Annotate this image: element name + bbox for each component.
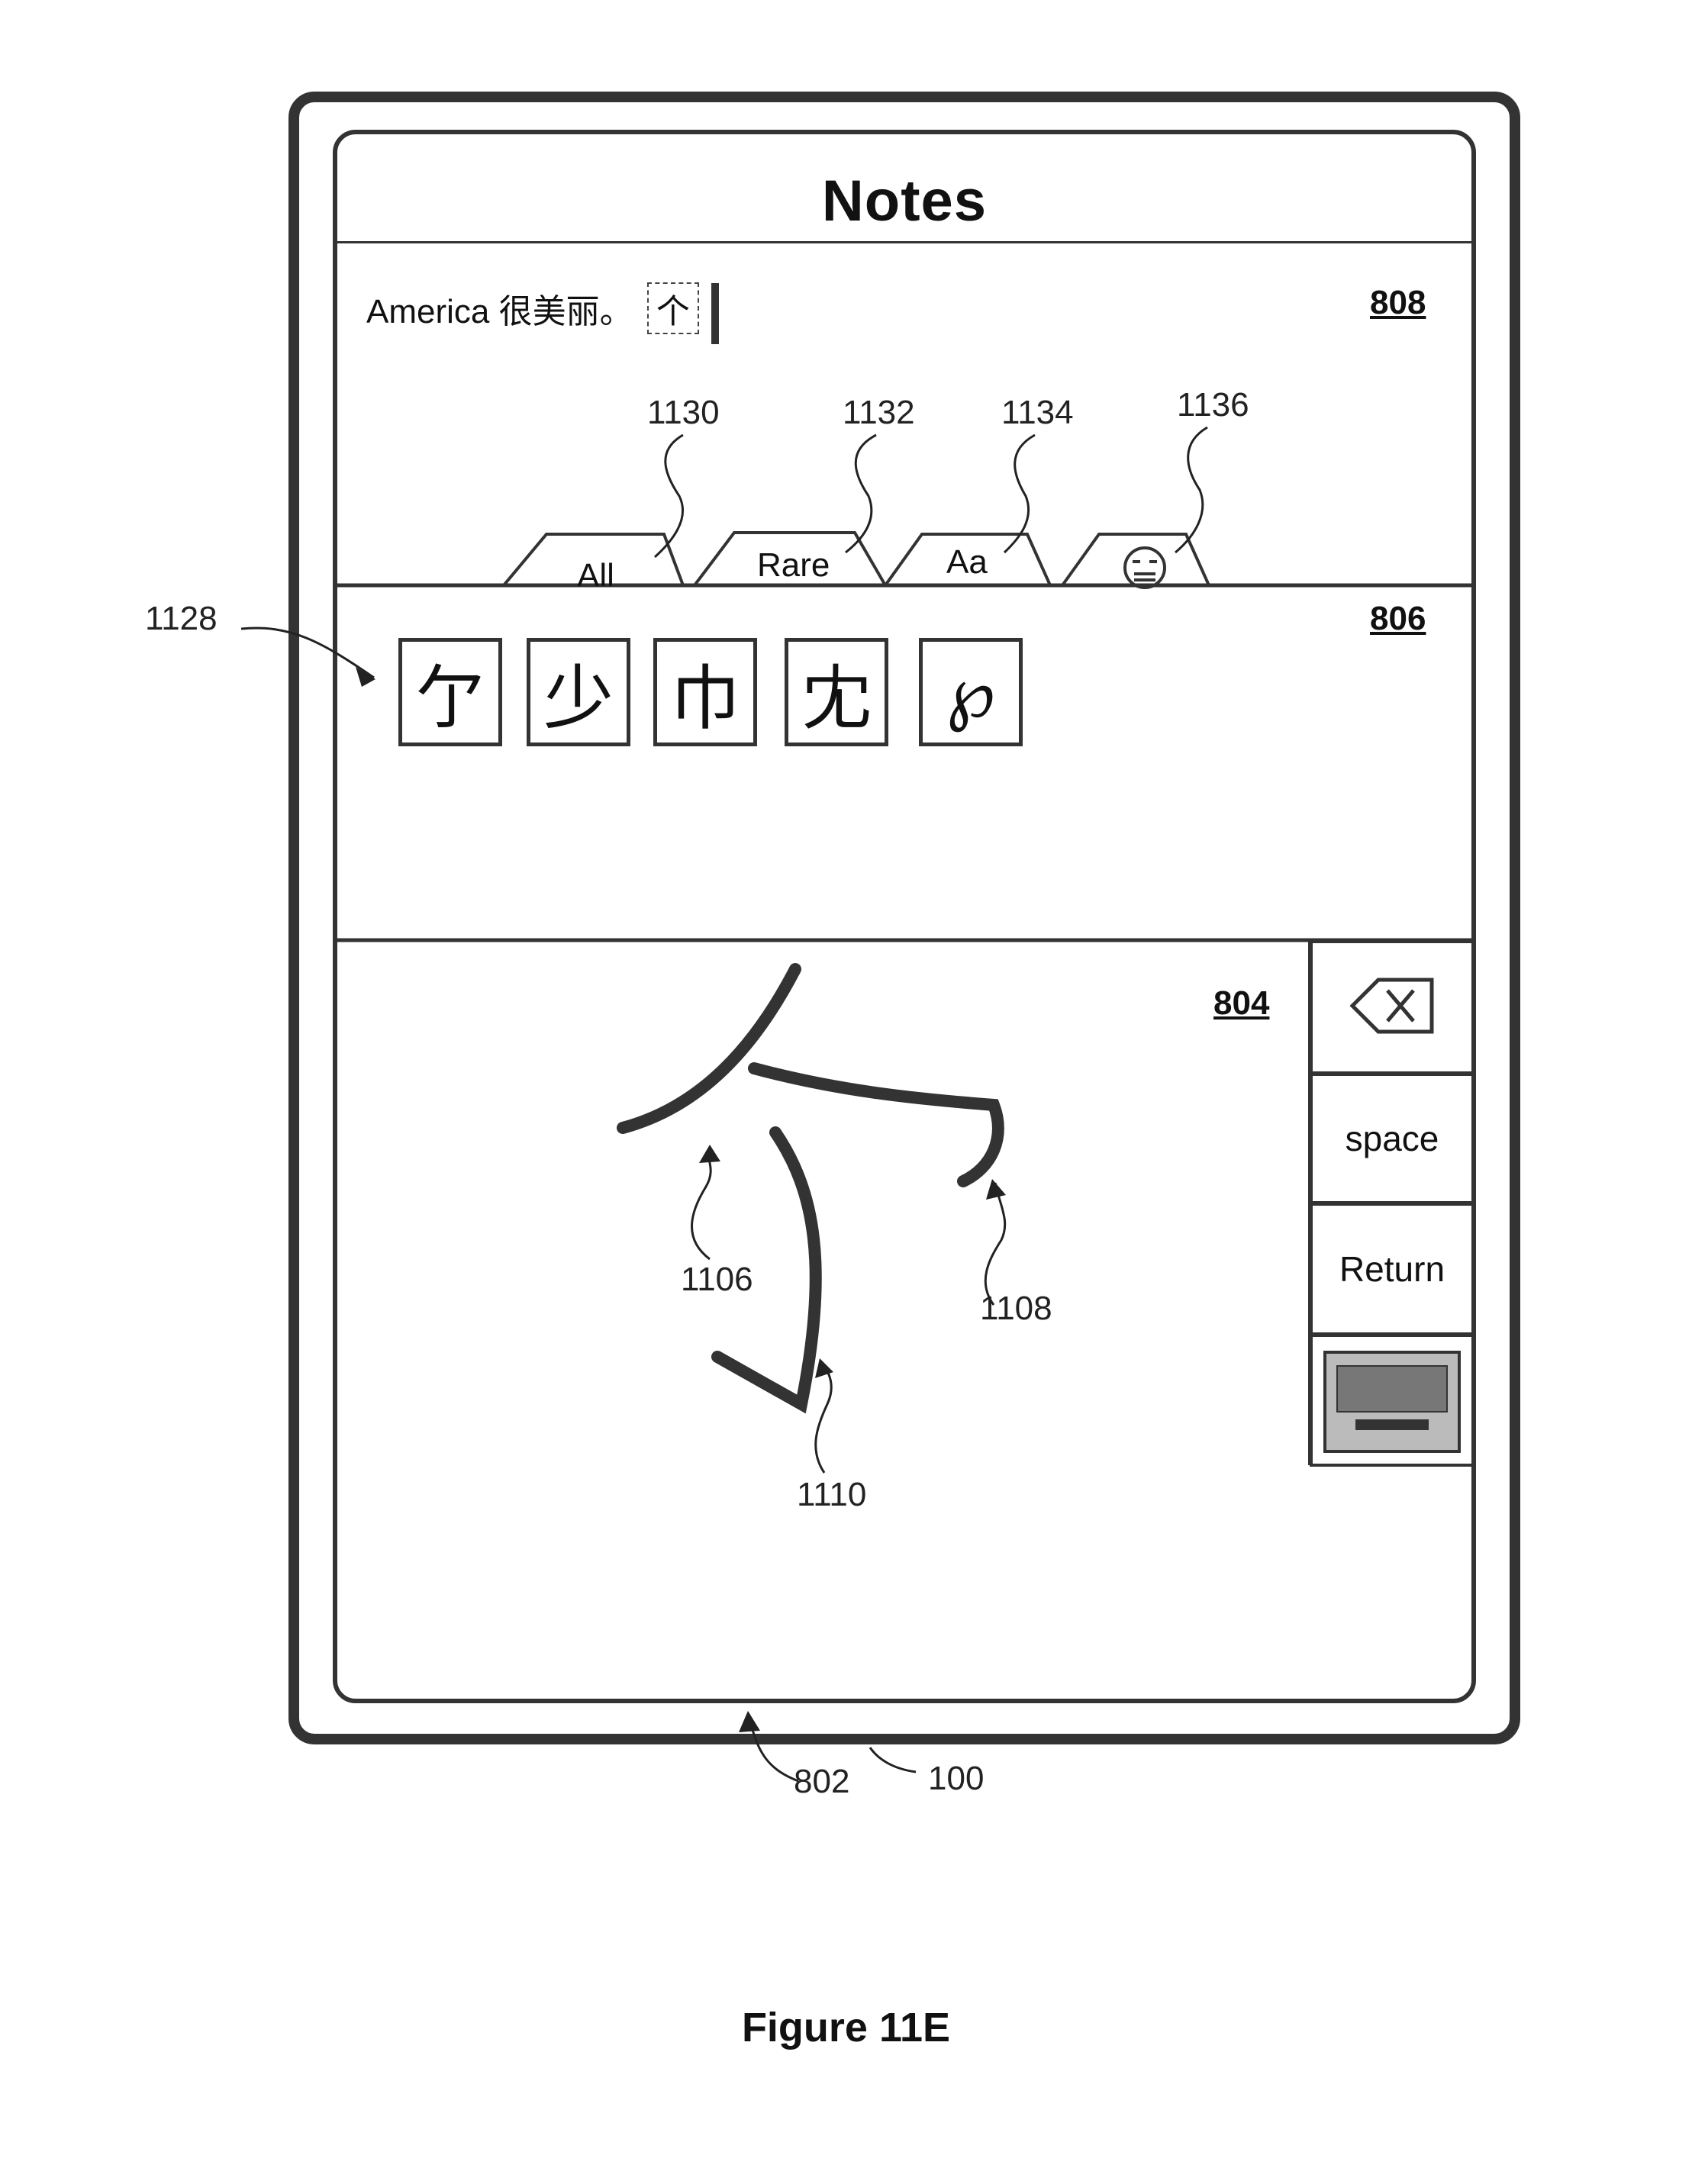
candidate-5[interactable]: ℘ xyxy=(919,638,1023,746)
ref-802: 802 xyxy=(794,1763,849,1801)
ref-1134: 1134 xyxy=(1001,394,1074,432)
space-key[interactable]: space xyxy=(1310,1073,1474,1204)
backspace-key[interactable] xyxy=(1310,940,1474,1074)
handwriting-ref: 804 xyxy=(1213,984,1269,1023)
ref-1128: 1128 xyxy=(145,600,218,638)
tab-aa[interactable]: Aa xyxy=(946,543,988,581)
tab-rare[interactable]: Rare xyxy=(757,546,830,585)
ref-1130: 1130 xyxy=(647,394,720,432)
ref-1108: 1108 xyxy=(980,1290,1052,1328)
keyboard-switch-key[interactable] xyxy=(1310,1334,1474,1467)
figure-caption: Figure 11E xyxy=(0,2004,1692,2051)
candidates-ref: 806 xyxy=(1370,600,1426,638)
tab-all[interactable]: All xyxy=(577,557,614,586)
candidate-2[interactable]: 少 xyxy=(527,638,630,746)
candidate-3[interactable]: 巾 xyxy=(653,638,757,746)
ref-1136: 1136 xyxy=(1177,386,1249,424)
return-key[interactable]: Return xyxy=(1310,1203,1474,1335)
tab-emoji[interactable] xyxy=(1122,543,1168,589)
ref-100: 100 xyxy=(928,1760,984,1798)
ref-1110: 1110 xyxy=(797,1476,866,1514)
candidate-1[interactable]: 亇 xyxy=(398,638,502,746)
ref-1106: 1106 xyxy=(681,1261,753,1299)
ref-1132: 1132 xyxy=(843,394,915,432)
candidate-4[interactable]: 冘 xyxy=(785,638,888,746)
handwriting-input-area[interactable] xyxy=(340,943,1308,1691)
